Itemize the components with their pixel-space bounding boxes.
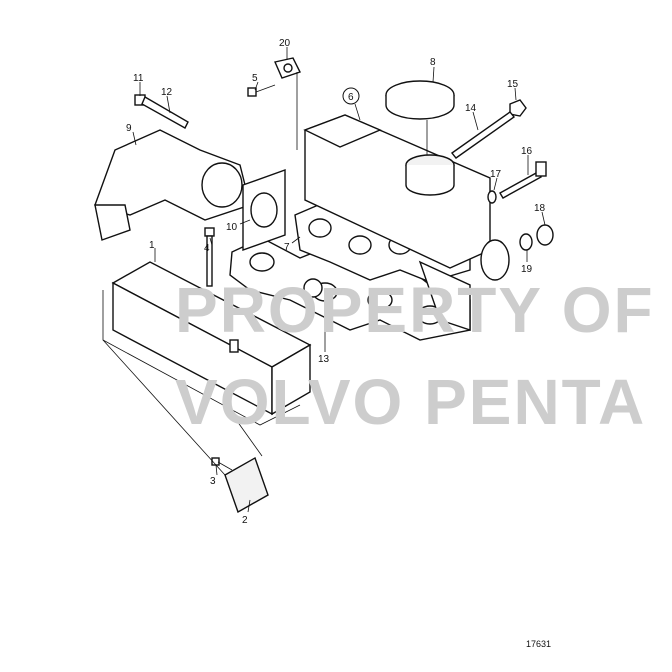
- callout-4: 4: [204, 243, 210, 254]
- callout-17: 17: [490, 169, 502, 180]
- callout-11: 11: [133, 73, 144, 84]
- washer-19: [519, 233, 533, 251]
- callout-3: 3: [210, 476, 216, 487]
- watermark-line-2: VOLVO PENTA: [175, 366, 646, 438]
- watermark-line-1: PROPERTY OF: [175, 274, 655, 346]
- callout-6: 6: [348, 92, 354, 103]
- stud-14: [450, 111, 516, 159]
- callout-18: 18: [534, 203, 546, 214]
- callout-1: 1: [149, 240, 155, 251]
- elbow-gasket: [242, 169, 286, 251]
- callout-6-circle: [342, 87, 360, 105]
- heat-shield-plate: [211, 456, 269, 514]
- cover-plate-20: [274, 57, 301, 79]
- exhaust-manifold: [303, 114, 510, 331]
- callout-15: 15: [507, 79, 519, 90]
- callout-13: 13: [318, 354, 330, 365]
- callout-2: 2: [242, 515, 248, 526]
- callout-12: 12: [161, 87, 173, 98]
- callout-16: 16: [521, 146, 533, 157]
- bolt-5: [247, 84, 276, 97]
- callout-10: 10: [226, 222, 238, 233]
- manifold-gasket-7: [294, 199, 471, 298]
- callout-14: 14: [465, 103, 477, 114]
- callout-5: 5: [252, 73, 258, 84]
- bolt-4: [204, 227, 215, 287]
- callout-7: 7: [284, 242, 290, 253]
- drawing-number: 17631: [526, 639, 551, 649]
- heat-shield: [102, 261, 312, 426]
- bolt-11: [134, 94, 189, 129]
- plug-18: [536, 224, 554, 246]
- leader-lines: [102, 47, 546, 513]
- screw-16: [499, 161, 547, 199]
- exhaust-elbow: [94, 129, 251, 241]
- pressure-cap: [385, 80, 455, 155]
- callout-20: 20: [279, 38, 291, 49]
- callout-8: 8: [430, 57, 436, 68]
- washer-17: [487, 190, 497, 204]
- nut-15: [509, 99, 527, 117]
- callout-19: 19: [521, 264, 533, 275]
- callout-9: 9: [126, 123, 132, 134]
- callout-labels: 1 2 3 4 5 6 7 8 9 10 11 12 13 14 15 16 1…: [126, 38, 546, 526]
